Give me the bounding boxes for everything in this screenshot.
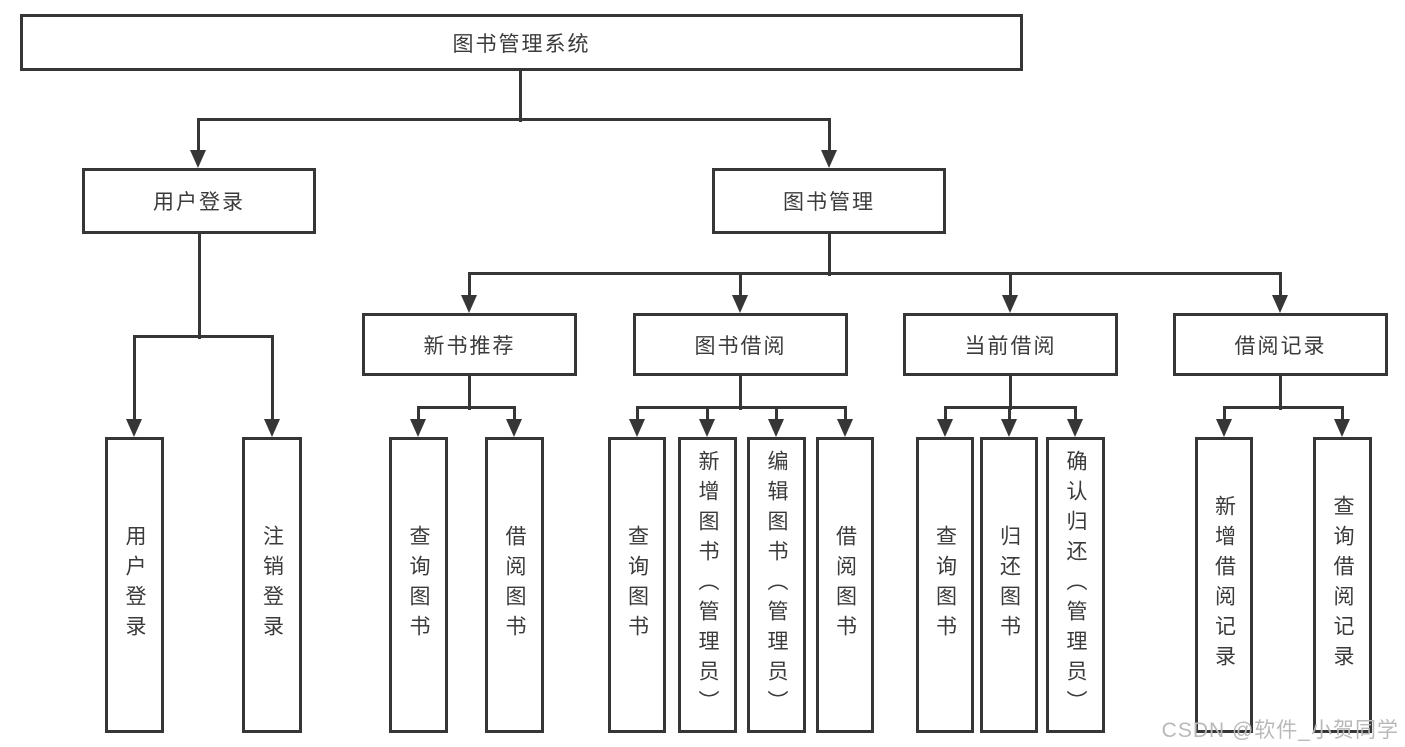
connector-drop-user-login: [132, 336, 136, 421]
connector-drop-root: [196, 119, 200, 152]
arrow-down-icon: [1272, 295, 1288, 313]
node-label: 查询图书: [625, 525, 649, 645]
node-leaf-query-borrow-record: 查询借阅记录: [1313, 437, 1372, 733]
connector-drop-current-borrow: [1007, 407, 1011, 421]
watermark-text: CSDN @软件_小贺同学: [1161, 719, 1399, 742]
node-leaf-add-borrow-record: 新增借阅记录: [1195, 437, 1253, 733]
connector-drop-book-mgmt: [467, 273, 471, 297]
node-label: 图书管理: [783, 191, 875, 214]
connector-drop-user-login: [270, 336, 274, 421]
arrow-down-icon: [732, 295, 748, 313]
arrow-down-icon: [699, 419, 715, 437]
connector-stem-new-book-rec: [467, 376, 471, 410]
node-label: 确认归还（管理员）: [1064, 450, 1087, 720]
node-book-borrow: 图书借阅: [633, 313, 848, 376]
node-label: 新增借阅记录: [1212, 495, 1236, 675]
arrow-down-icon: [821, 150, 837, 168]
arrow-down-icon: [1002, 295, 1018, 313]
node-leaf-query-book-2: 查询图书: [608, 437, 666, 733]
node-leaf-logout: 注销登录: [242, 437, 302, 733]
connector-drop-borrow-records: [1222, 407, 1226, 421]
connector-stem-user-login: [197, 234, 201, 339]
node-label: 用户登录: [123, 525, 146, 645]
connector-drop-root: [827, 119, 831, 152]
node-leaf-query-book-3: 查询图书: [916, 437, 974, 733]
connector-drop-book-mgmt: [1278, 273, 1282, 297]
node-root: 图书管理系统: [20, 14, 1023, 71]
connector-drop-book-mgmt: [738, 273, 742, 297]
connector-rail-borrow-records: [1222, 405, 1344, 409]
node-label: 查询图书: [407, 525, 430, 645]
connector-stem-book-mgmt: [827, 234, 831, 276]
connector-rail-new-book-rec: [416, 405, 516, 409]
node-label: 新书推荐: [423, 334, 516, 358]
connector-stem-root: [518, 71, 522, 122]
node-current-borrow: 当前借阅: [903, 313, 1118, 376]
node-label: 查询图书: [933, 525, 957, 645]
connector-rail-user-login: [132, 334, 274, 338]
connector-stem-borrow-records: [1278, 376, 1282, 410]
connector-drop-current-borrow: [943, 407, 947, 421]
connector-drop-borrow-records: [1340, 407, 1344, 421]
connector-drop-book-mgmt: [1008, 273, 1012, 297]
connector-drop-book-borrow: [705, 407, 709, 421]
connector-drop-book-borrow: [843, 407, 847, 421]
connector-drop-current-borrow: [1073, 407, 1077, 421]
arrow-down-icon: [126, 419, 142, 437]
node-label: 借阅图书: [503, 525, 526, 645]
connector-rail-root: [196, 117, 831, 121]
connector-drop-new-book-rec: [416, 407, 420, 421]
arrow-down-icon: [190, 150, 206, 168]
connector-stem-current-borrow: [1008, 376, 1012, 410]
arrow-down-icon: [937, 419, 953, 437]
node-label: 用户登录: [153, 191, 245, 214]
node-leaf-user-login: 用户登录: [105, 437, 164, 733]
node-label: 注销登录: [260, 525, 284, 645]
node-book-mgmt: 图书管理: [712, 168, 946, 234]
node-borrow-records: 借阅记录: [1173, 313, 1388, 376]
node-new-book-rec: 新书推荐: [362, 313, 577, 376]
arrow-down-icon: [1001, 419, 1017, 437]
node-label: 借阅记录: [1234, 334, 1327, 358]
node-label: 当前借阅: [964, 334, 1057, 358]
arrow-down-icon: [1216, 419, 1232, 437]
connector-drop-book-borrow: [774, 407, 778, 421]
node-leaf-borrow-book-1: 借阅图书: [485, 437, 544, 733]
arrow-down-icon: [506, 419, 522, 437]
node-label: 编辑图书（管理员）: [765, 450, 788, 720]
arrow-down-icon: [410, 419, 426, 437]
node-leaf-query-book-1: 查询图书: [389, 437, 448, 733]
node-user-login: 用户登录: [82, 168, 316, 234]
connector-rail-book-mgmt: [467, 271, 1282, 275]
connector-drop-book-borrow: [635, 407, 639, 421]
arrow-down-icon: [1334, 419, 1350, 437]
connector-stem-book-borrow: [738, 376, 742, 410]
arrow-down-icon: [461, 295, 477, 313]
node-leaf-edit-book: 编辑图书（管理员）: [747, 437, 806, 733]
connector-rail-book-borrow: [635, 405, 847, 409]
node-label: 查询借阅记录: [1331, 495, 1354, 675]
node-leaf-return-book: 归还图书: [980, 437, 1038, 733]
arrow-down-icon: [768, 419, 784, 437]
arrow-down-icon: [837, 419, 853, 437]
node-label: 归还图书: [997, 525, 1021, 645]
node-label: 图书管理系统: [452, 32, 591, 56]
connector-drop-new-book-rec: [512, 407, 516, 421]
arrow-down-icon: [629, 419, 645, 437]
arrow-down-icon: [264, 419, 280, 437]
node-label: 借阅图书: [833, 525, 857, 645]
node-label: 新增图书（管理员）: [696, 450, 719, 720]
node-leaf-borrow-book-2: 借阅图书: [816, 437, 874, 733]
node-label: 图书借阅: [694, 334, 787, 358]
node-leaf-confirm-return: 确认归还（管理员）: [1046, 437, 1105, 733]
arrow-down-icon: [1067, 419, 1083, 437]
node-leaf-add-book: 新增图书（管理员）: [678, 437, 737, 733]
